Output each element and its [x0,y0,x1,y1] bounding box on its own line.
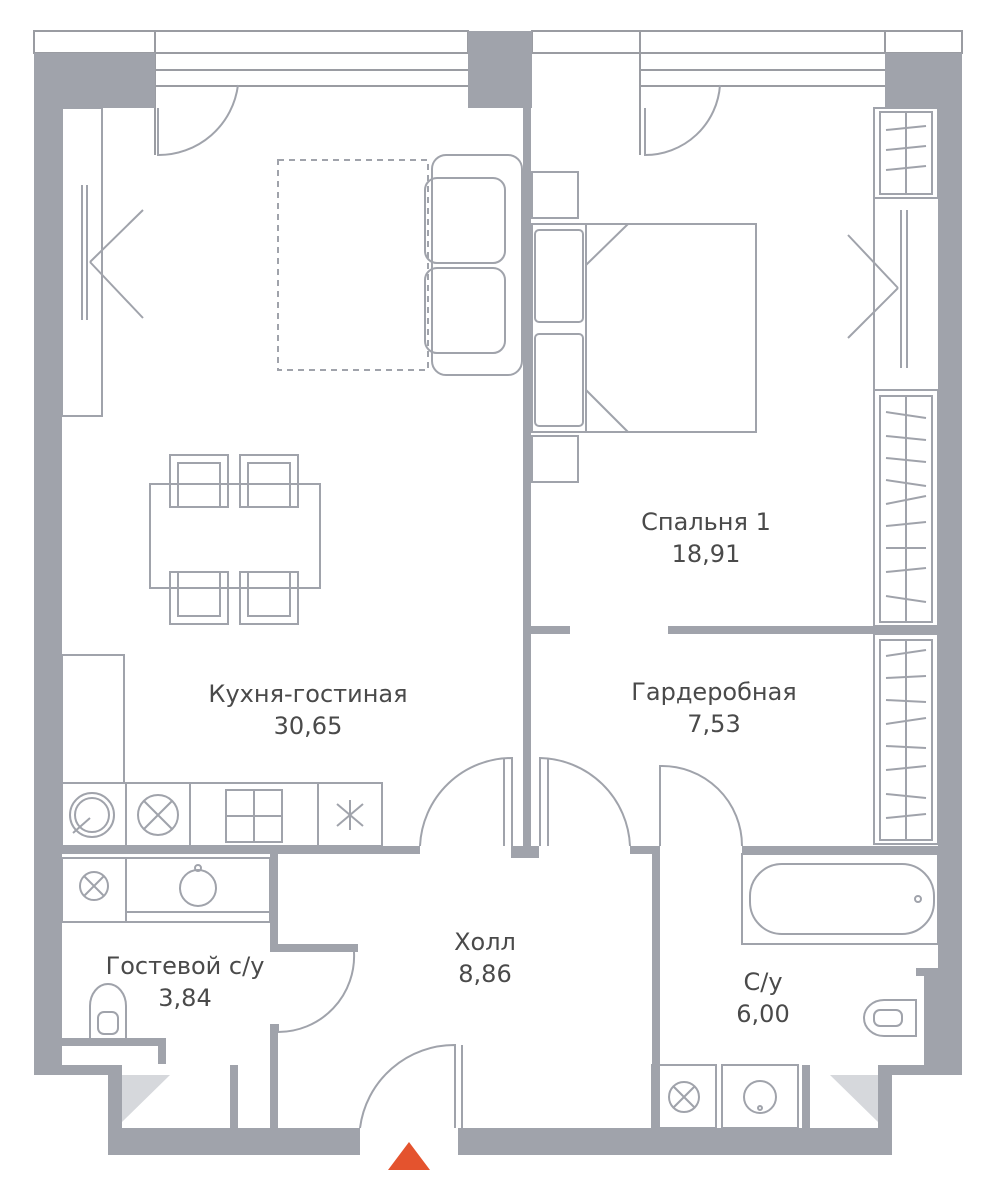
room-label-bedroom: Спальня 1 18,91 [641,506,771,570]
room-name: Гостевой с/у [105,952,265,980]
toilet-icon [89,983,127,1038]
room-name: Холл [454,928,516,956]
stove-icon [137,794,179,836]
bed [531,223,757,433]
dining-table [149,483,321,589]
room-name: Кухня-гостиная [208,680,408,708]
room-label-hall: Холл 8,86 [454,926,516,990]
room-area: 3,84 [158,984,212,1012]
room-label-living: Кухня-гостиная 30,65 [208,678,407,742]
sofa [431,154,523,376]
room-name: Гардеробная [631,678,797,706]
sink-icon [69,792,115,838]
room-area: 30,65 [273,712,343,740]
room-area: 7,53 [687,710,741,738]
room-area: 8,86 [458,960,512,988]
entrance-arrow-icon [388,1142,430,1170]
room-label-guest-wc: Гостевой с/у 3,84 [106,950,265,1014]
walls [34,31,962,1155]
washing-machine-icon [79,871,109,901]
room-area: 6,00 [736,1000,790,1028]
toilet-icon-bath [863,999,917,1037]
room-name: Спальня 1 [641,508,771,536]
sink-icon-guest [179,869,217,907]
room-area: 18,91 [671,540,741,568]
room-label-bathroom: С/у 6,00 [736,966,789,1030]
room-label-wardrobe: Гардеробная 7,53 [631,676,797,740]
bathtub-icon [741,853,939,945]
rug [277,159,429,371]
room-name: С/у [743,968,783,996]
